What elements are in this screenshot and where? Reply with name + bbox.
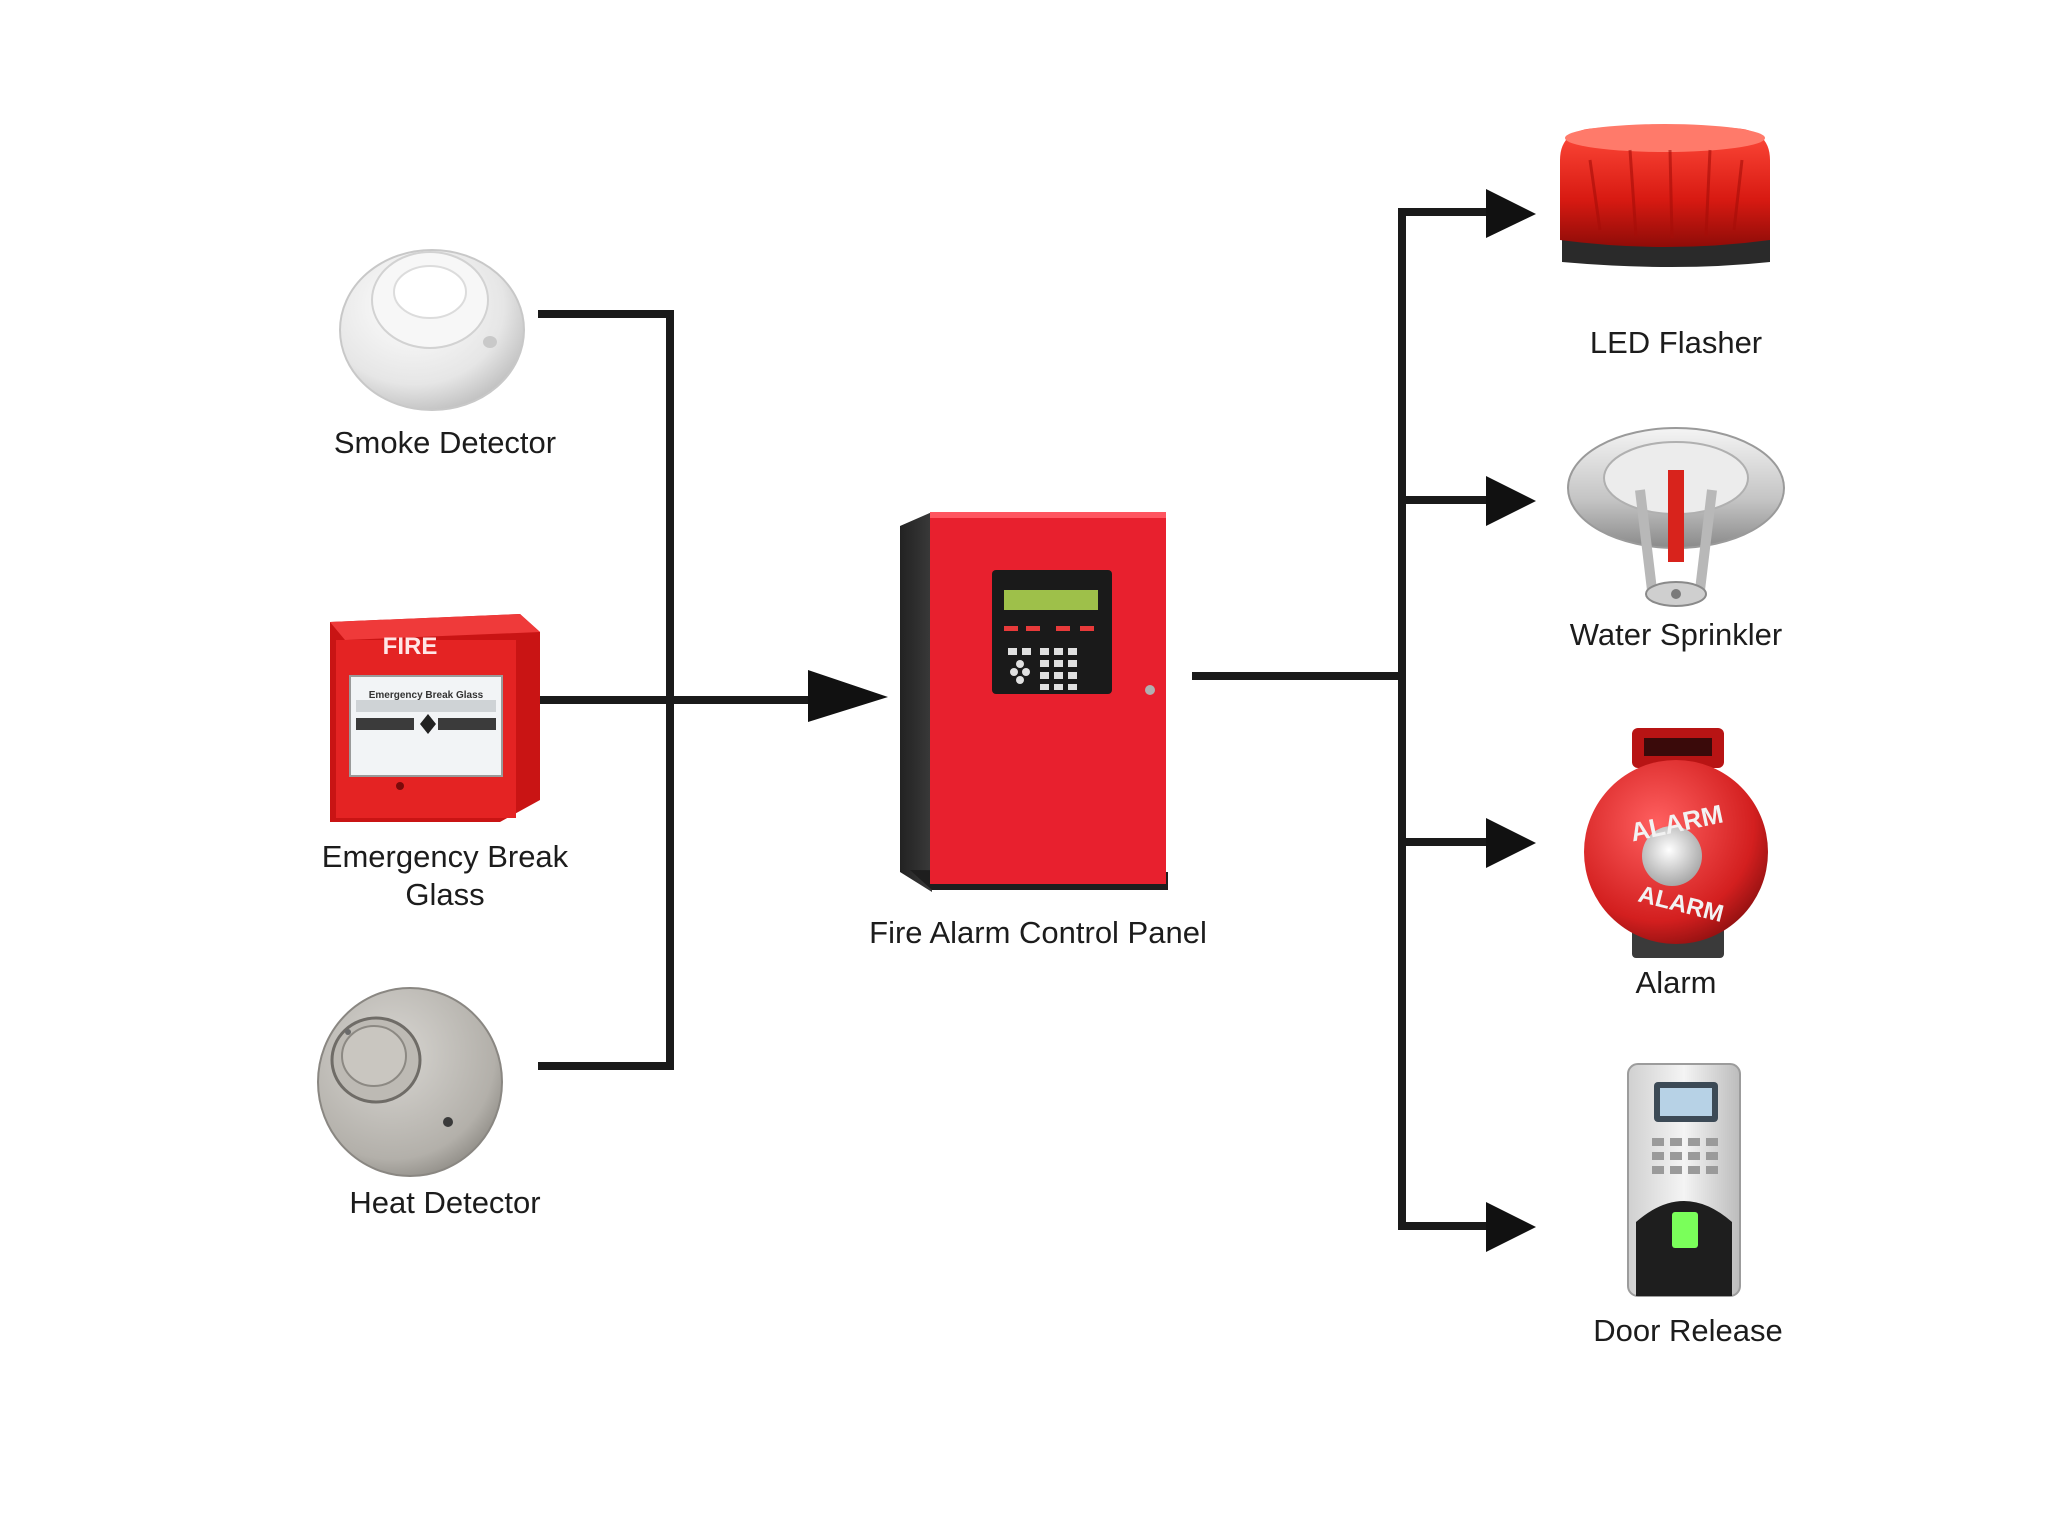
smoke-detector-label: Smoke Detector bbox=[333, 425, 557, 460]
emergency-break-glass-label-line2: Glass bbox=[405, 877, 485, 912]
led-flasher-label: LED Flasher bbox=[1589, 325, 1763, 360]
heat-detector-image bbox=[317, 987, 503, 1177]
water-sprinkler-label: Water Sprinkler bbox=[1569, 617, 1783, 652]
control-panel-image bbox=[900, 512, 1168, 892]
arrow-alarm bbox=[1486, 818, 1536, 868]
alarm-bell-image: ALARM ALARM bbox=[1584, 728, 1768, 958]
emergency-break-glass-label-line1: Emergency Break bbox=[321, 839, 569, 874]
arrow-water-sprinkler bbox=[1486, 476, 1536, 526]
water-sprinkler-image bbox=[1567, 427, 1785, 607]
door-release-image bbox=[1627, 1063, 1741, 1297]
smoke-detector-image bbox=[339, 249, 525, 411]
output-connector-lines bbox=[1192, 208, 1496, 1230]
input-arrowhead bbox=[808, 670, 888, 722]
input-bracket-line bbox=[538, 310, 674, 1070]
led-flasher-image bbox=[1560, 124, 1770, 267]
alarm-label: Alarm bbox=[1635, 965, 1717, 1000]
arrow-door-release bbox=[1486, 1202, 1536, 1252]
door-release-label: Door Release bbox=[1593, 1313, 1783, 1348]
arrow-led-flasher bbox=[1486, 189, 1536, 238]
heat-detector-label: Heat Detector bbox=[349, 1185, 541, 1220]
control-panel-label: Fire Alarm Control Panel bbox=[869, 915, 1207, 950]
input-connector-lines bbox=[538, 310, 816, 1070]
fire-sign-text: FIRE bbox=[383, 633, 438, 660]
emergency-break-glass-label: Emergency Break Glass bbox=[290, 838, 600, 914]
break-glass-image: FIRE Emergency Break Glass bbox=[330, 614, 540, 822]
break-glass-caption-text: Emergency Break Glass bbox=[369, 690, 484, 701]
